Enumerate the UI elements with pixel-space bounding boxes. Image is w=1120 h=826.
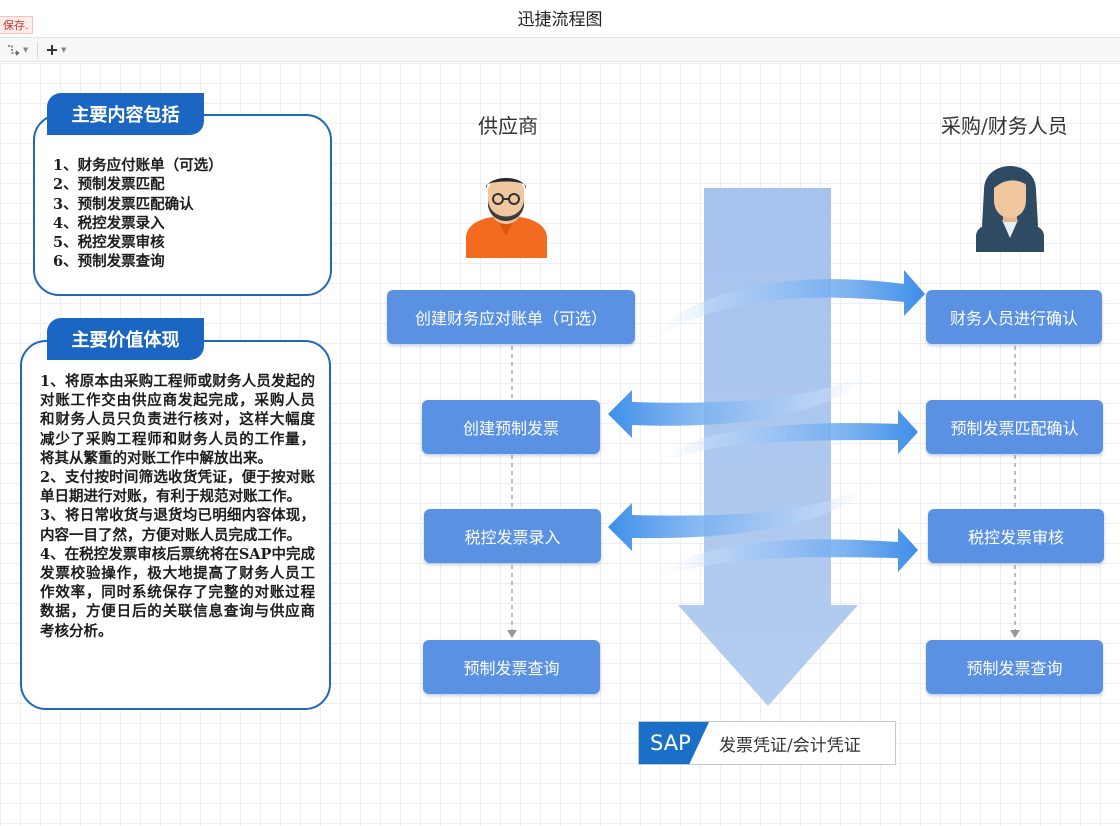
list-item: 2、预制发票匹配 [53,176,165,194]
list-item: 4、税控发票录入 [53,214,165,232]
swoosh-arrow-left-1 [608,360,880,438]
connector-tool-button[interactable]: ▼ [6,41,28,59]
buyer-step-invoice-query[interactable]: 预制发票查询 [926,640,1103,694]
supplier-arrowhead [507,630,517,638]
title-bar: 保存. 迅捷流程图 [0,0,1120,36]
value-panel [20,340,331,710]
supplier-step-create-statement[interactable]: 创建财务应对账单（可选） [387,290,635,344]
supplier-step-tax-invoice-entry[interactable]: 税控发票录入 [424,509,601,563]
buyer-step-tax-invoice-review[interactable]: 税控发票审核 [928,509,1104,563]
list-item: 3、预制发票匹配确认 [53,195,194,213]
insert-tool-button[interactable]: ▼ [46,41,66,59]
buyer-arrowhead [1010,630,1020,638]
swoosh-arrow-right-2 [648,410,918,470]
toolbar-divider [37,42,38,58]
sap-voucher-box[interactable]: SAP 发票凭证/会计凭证 [638,721,896,765]
swoosh-arrow-left-2 [608,470,884,551]
value-panel-title: 主要价值体现 [47,318,204,360]
supplier-column-header: 供应商 [478,114,538,138]
connector-icon [8,45,20,56]
contents-panel-title: 主要内容包括 [47,93,204,135]
swoosh-arrow-right-3 [648,528,918,585]
sap-voucher-label: 发票凭证/会计凭证 [719,735,861,756]
buyer-step-finance-confirm[interactable]: 财务人员进行确认 [926,290,1102,344]
list-item: 2、支付按时间筛选收货凭证，便于按对账单日期进行对账，有利于规范对账工作。 [40,469,315,506]
supplier-step-create-invoice[interactable]: 创建预制发票 [422,400,600,454]
contents-list: 1、财务应付账单（可选） 2、预制发票匹配 3、预制发票匹配确认 4、税控发票录… [53,156,223,272]
toolbar: ▼ ▼ [0,37,1120,62]
list-item: 5、税控发票审核 [53,234,165,252]
list-item: 3、将日常收货与退货均已明细内容体现，内容一目了然，方便对账人员完成工作。 [40,507,315,544]
sap-logo: SAP [639,722,709,764]
value-list: 1、将原本由采购工程师或财务人员发起的对账工作交由供应商发起完成，采购人员和财务… [40,372,315,641]
list-item: 6、预制发票查询 [53,253,165,271]
list-item: 4、在税控发票审核后票统将在SAP中完成发票校验操作，极大地提高了财务人员工作效… [40,545,315,640]
contents-panel [33,114,332,296]
buyer-step-match-confirm[interactable]: 预制发票匹配确认 [926,400,1103,454]
buyer-column-header: 采购/财务人员 [941,114,1068,138]
big-down-arrow [678,188,858,706]
chevron-down-icon: ▼ [23,46,29,54]
chevron-down-icon: ▼ [61,46,67,54]
list-item: 1、将原本由采购工程师或财务人员发起的对账工作交由供应商发起完成，采购人员和财务… [40,373,315,467]
app-title: 迅捷流程图 [517,10,603,30]
list-item: 1、财务应付账单（可选） [53,157,223,174]
supplier-step-invoice-query[interactable]: 预制发票查询 [423,640,600,694]
plus-icon [47,45,57,55]
save-status-badge: 保存. [0,16,33,34]
swoosh-arrow-right-1 [640,270,925,350]
